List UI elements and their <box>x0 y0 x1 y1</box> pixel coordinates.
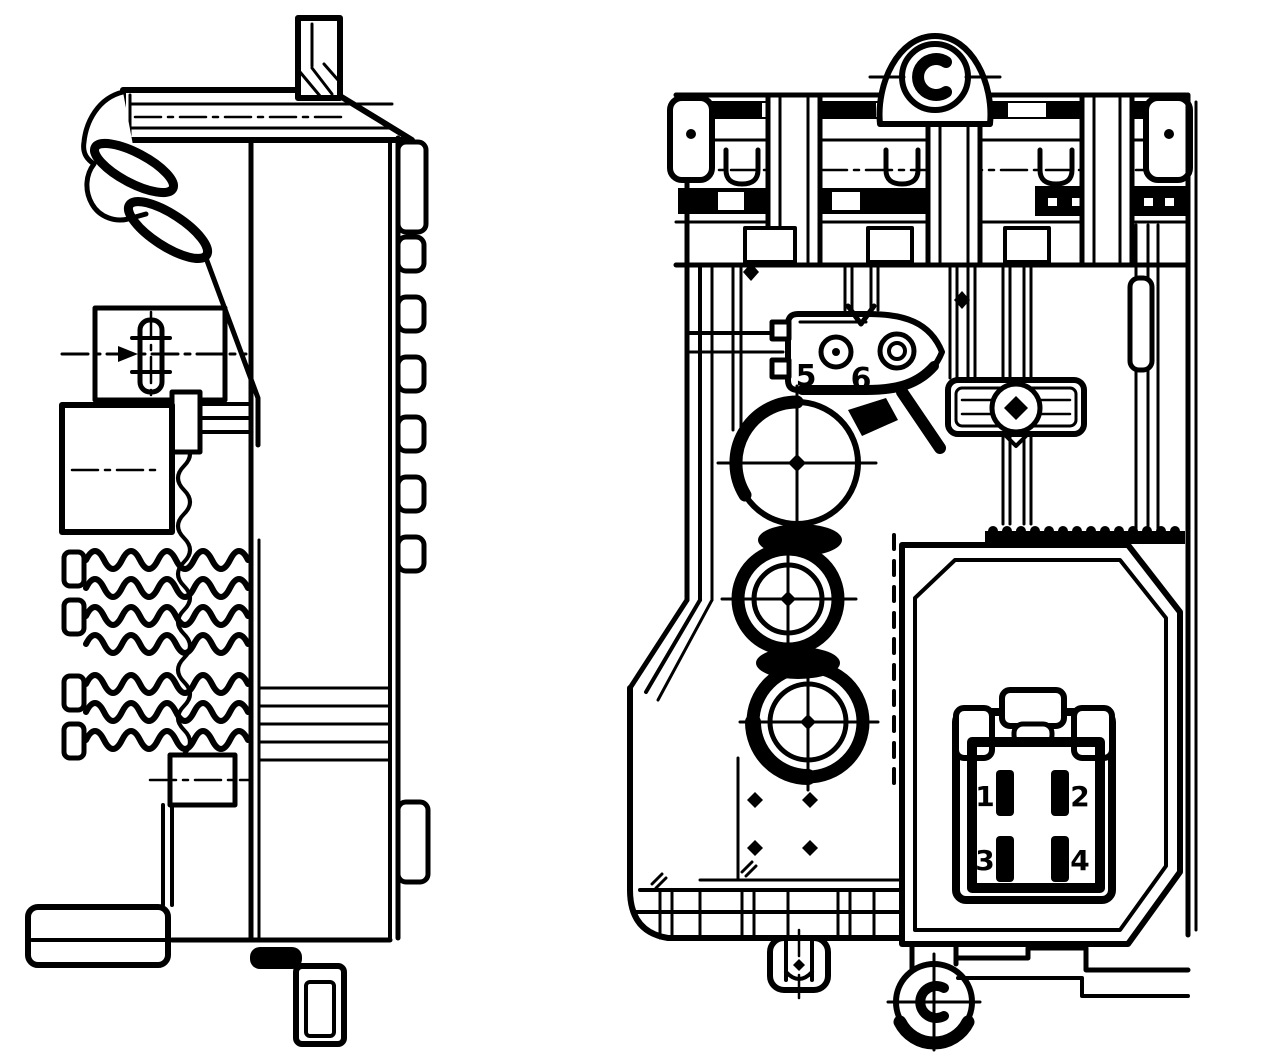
top-rail-bar <box>120 87 415 143</box>
front-view: 5 6 <box>627 33 1198 1052</box>
pin-label-1: 1 <box>975 780 994 813</box>
bottom-mounting-ear <box>886 941 1191 1052</box>
connector-pin-4 <box>1051 836 1069 882</box>
pin-label-3: 3 <box>975 844 994 877</box>
top-mounting-ear <box>868 33 1002 127</box>
rivet-diamonds <box>698 756 904 882</box>
body-profile <box>176 137 261 941</box>
terminal-block: 5 6 <box>769 303 946 454</box>
connector-pin-1 <box>996 770 1014 816</box>
lower-laminations <box>148 686 392 808</box>
housing-left-edge <box>627 175 908 941</box>
resistor-cylinders <box>716 384 898 792</box>
terminal-stack <box>59 389 252 535</box>
connector-socket: 1 2 3 4 <box>952 687 1116 904</box>
upper-left-clip-lobes <box>81 89 213 263</box>
bottom-foot-tab <box>767 928 831 1000</box>
pin-label-4: 4 <box>1070 844 1089 877</box>
connector-pin-3 <box>996 836 1014 882</box>
top-mounting-tab <box>295 15 343 101</box>
screw-boss <box>60 305 248 403</box>
terminal-label-6: 6 <box>851 362 872 397</box>
housing-right-edge <box>1127 92 1198 938</box>
heatsink-fins-side <box>388 135 431 941</box>
center-columns <box>685 263 1033 526</box>
bottom-blade-terminal <box>25 803 393 1047</box>
cross-bracket <box>945 377 1087 448</box>
connector-pin-2 <box>1051 770 1069 816</box>
resistor-coils <box>61 548 251 761</box>
terminal-label-5: 5 <box>796 359 817 394</box>
serrated-strip <box>985 526 1185 544</box>
side-view <box>25 15 431 1047</box>
pin-label-2: 2 <box>1070 780 1089 813</box>
